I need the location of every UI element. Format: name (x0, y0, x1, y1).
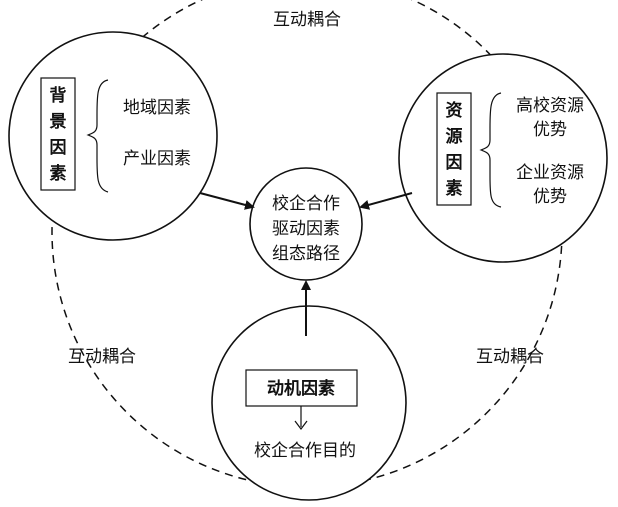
background-item-region: 地域因素 (123, 98, 191, 118)
coupling-label-left: 互动耦合 (68, 347, 136, 367)
arrow-background-to-center (199, 192, 255, 210)
resource-factors-title-char-1: 资 (446, 100, 463, 121)
background-factors-title-char-1: 背 (50, 85, 67, 106)
center-line-1: 校企合作 (272, 194, 340, 214)
motivation-factors-title: 动机因素 (267, 378, 335, 399)
background-factors-title-box (40, 77, 76, 191)
background-factors-title-char-2: 景 (50, 112, 67, 132)
motivation-factors-title-box (245, 369, 358, 407)
resource-factors-title-char-3: 因 (446, 153, 463, 173)
coupling-label-right: 互动耦合 (476, 347, 544, 367)
resource-factors-title-box (436, 92, 472, 206)
background-factors-circle (8, 31, 218, 241)
resource-item-enterprise-line-1: 企业资源 (516, 163, 584, 183)
coupling-label-top: 互动耦合 (273, 10, 341, 30)
resource-factors-title-char-4: 素 (446, 179, 463, 199)
background-item-industry: 产业因素 (123, 149, 191, 169)
motivation-goal-label: 校企合作目的 (254, 441, 356, 461)
background-factors-title-char-4: 素 (50, 164, 67, 184)
background-factors-title-char-3: 因 (50, 138, 67, 158)
background-factors-brace (86, 79, 109, 193)
resource-item-enterprise-line-2: 优势 (533, 187, 567, 207)
resource-item-university-line-2: 优势 (533, 120, 567, 140)
resource-factors-circle (398, 53, 608, 263)
center-line-3: 组态路径 (272, 244, 340, 264)
resource-factors-brace (479, 92, 502, 208)
motivation-goal-arrowhead (294, 420, 308, 430)
resource-factors-title-char-2: 源 (446, 126, 463, 147)
arrow-resources-to-center (359, 192, 413, 210)
resource-item-university-line-1: 高校资源 (516, 96, 584, 116)
center-line-2: 驱动因素 (272, 219, 340, 239)
